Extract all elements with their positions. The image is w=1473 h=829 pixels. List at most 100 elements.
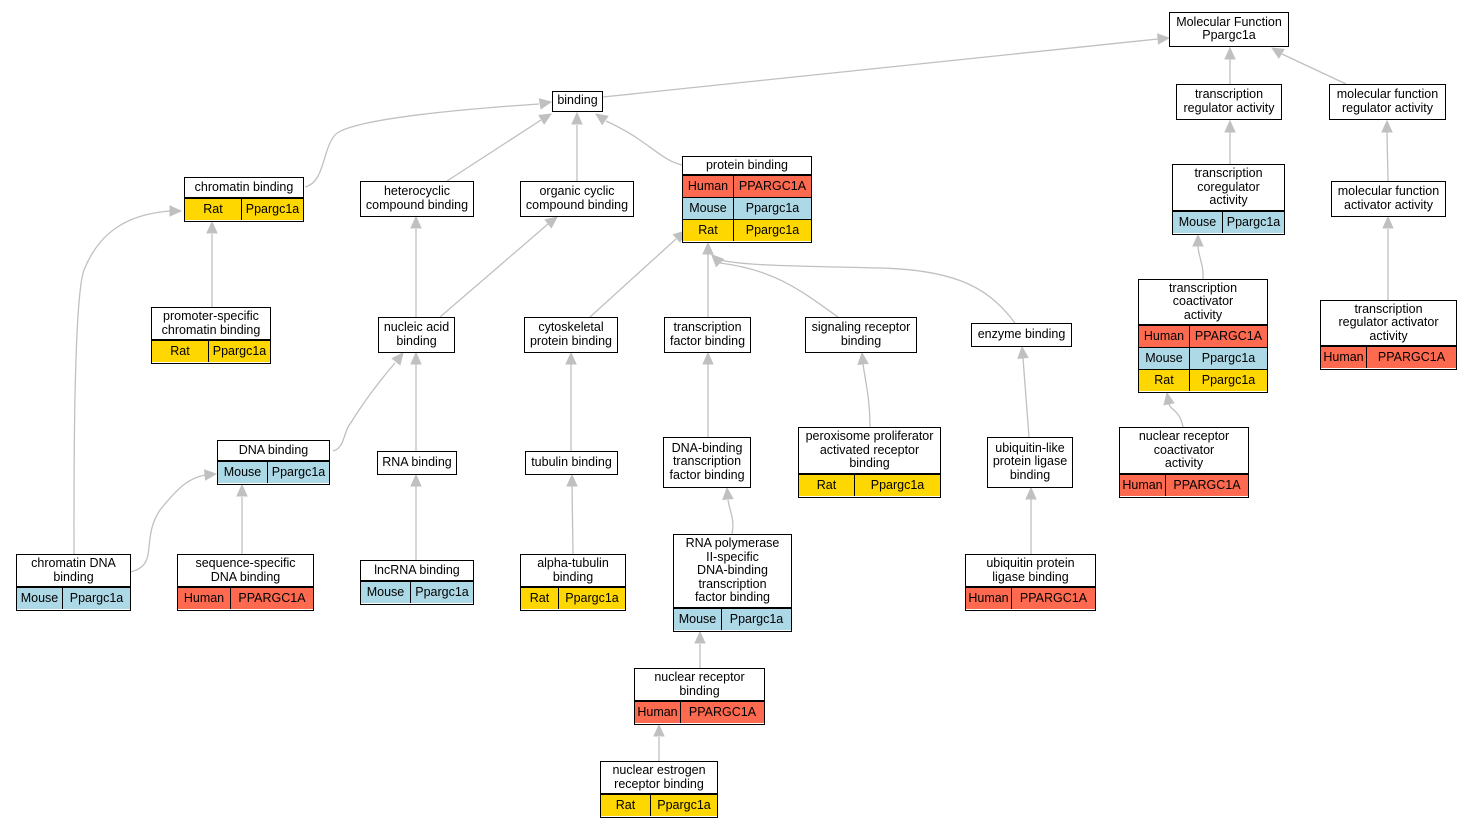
gene-cell: PPARGC1A	[1189, 326, 1267, 348]
edge-line	[602, 38, 1159, 98]
node-label: transcription regulator activator activi…	[1321, 301, 1456, 347]
go-term-node[interactable]: nucleic acid binding	[378, 317, 455, 353]
species-cell: Human	[687, 179, 729, 194]
node-label: ubiquitin-like protein ligase binding	[992, 440, 1068, 482]
edge-line	[73, 210, 171, 555]
go-term-node[interactable]: signaling receptor binding	[805, 317, 917, 353]
gene-cell: Ppargc1a	[62, 588, 130, 610]
go-term-node[interactable]: molecular function regulator activity	[1329, 84, 1446, 120]
species-cell: Mouse	[366, 585, 405, 600]
node-label: enzyme binding	[977, 326, 1066, 341]
species-cell: Mouse	[1178, 215, 1217, 230]
node-label: binding	[557, 93, 598, 108]
go-term-node[interactable]: heterocyclic compound binding	[360, 181, 474, 217]
go-term-node[interactable]: Molecular Function Ppargc1a	[1169, 12, 1289, 47]
go-term-node[interactable]: tubulin binding	[525, 451, 618, 475]
edge-line	[589, 238, 677, 318]
go-term-node[interactable]: RNA polymerase II-specific DNA-binding t…	[673, 534, 792, 632]
node-label: DNA binding	[218, 441, 329, 462]
edge-arrowhead	[1224, 119, 1236, 133]
go-term-node[interactable]: ubiquitin-like protein ligase binding	[987, 437, 1073, 488]
edge-line	[1168, 403, 1184, 428]
edge-arrowhead	[1382, 215, 1394, 229]
gene-cell: PPARGC1A	[1165, 475, 1248, 497]
edge-arrowhead	[204, 469, 218, 481]
go-term-node[interactable]: binding	[552, 91, 603, 112]
species-cell: Mouse	[223, 465, 262, 480]
gene-cell: PPARGC1A	[1011, 588, 1095, 610]
node-label: organic cyclic compound binding	[525, 184, 629, 212]
node-label: tubulin binding	[531, 454, 612, 469]
edge-line	[446, 119, 542, 182]
go-term-node[interactable]: enzyme binding	[971, 323, 1072, 347]
species-cell: Rat	[698, 223, 718, 238]
species-cell: Mouse	[20, 591, 59, 606]
edge-arrowhead	[1157, 33, 1171, 45]
species-cell: Mouse	[1145, 351, 1183, 366]
gene-cell: Ppargc1a	[721, 609, 791, 631]
edge-arrowhead	[1224, 46, 1236, 60]
go-term-node[interactable]: transcription factor binding	[664, 317, 751, 353]
edge-arrowhead	[702, 241, 714, 255]
edge-line	[571, 485, 574, 555]
go-term-node[interactable]: organic cyclic compound binding	[520, 181, 634, 217]
gene-cell: PPARGC1A	[680, 702, 764, 724]
node-label: cytoskeletal protein binding	[529, 320, 612, 348]
node-label: nucleic acid binding	[383, 320, 450, 348]
node-label: protein binding	[683, 157, 811, 176]
edge-arrowhead	[711, 254, 725, 268]
species-cell: Human	[183, 591, 225, 606]
edge-arrowhead	[206, 220, 218, 234]
species-cell: Human	[1323, 350, 1364, 365]
go-term-node[interactable]: RNA binding	[377, 451, 457, 475]
edge-line	[727, 499, 734, 535]
edge-arrowhead	[410, 473, 422, 487]
gene-cell: Ppargc1a	[733, 198, 811, 220]
gene-cell: Ppargc1a	[1189, 348, 1267, 370]
gene-cell: Ppargc1a	[733, 220, 811, 242]
node-label: transcription factor binding	[669, 320, 746, 348]
edge-line	[129, 474, 206, 573]
go-term-node[interactable]: transcription regulator activity	[1176, 84, 1282, 120]
edge-arrowhead	[694, 630, 706, 644]
go-term-node[interactable]: molecular function activator activity	[1331, 181, 1446, 217]
node-label: promoter-specific chromatin binding	[152, 308, 270, 341]
edge-arrowhead	[391, 352, 404, 366]
go-term-node[interactable]: cytoskeletal protein binding	[524, 317, 618, 353]
gene-cell: Ppargc1a	[558, 588, 625, 610]
edge-arrowhead	[1025, 486, 1037, 500]
edge-arrowhead	[544, 216, 558, 229]
go-term-node[interactable]: peroxisome proliferator activated recept…	[798, 427, 941, 498]
gene-cell: PPARGC1A	[1366, 347, 1456, 369]
gene-cell: Ppargc1a	[208, 341, 270, 363]
node-label: lncRNA binding	[361, 561, 473, 582]
go-term-node[interactable]: DNA-binding transcription factor binding	[663, 437, 751, 488]
edge-arrowhead	[410, 215, 422, 229]
node-label: heterocyclic compound binding	[365, 184, 469, 212]
go-term-node[interactable]: transcription regulator activator activi…	[1320, 300, 1457, 370]
